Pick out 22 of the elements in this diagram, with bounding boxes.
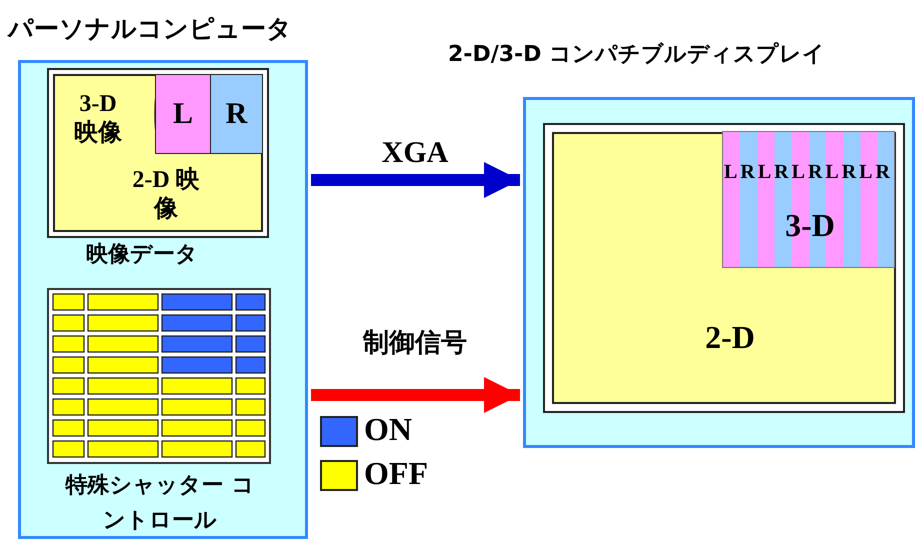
left-image-box bbox=[155, 74, 211, 154]
image-label: 3-D 映像 bbox=[73, 90, 123, 148]
video-frame bbox=[47, 68, 269, 238]
node-label: 映像データ bbox=[85, 242, 199, 268]
arrow bbox=[311, 162, 520, 198]
stereo-image-area bbox=[722, 131, 895, 268]
screen-frame bbox=[543, 123, 905, 413]
legend-label: ON bbox=[364, 410, 413, 448]
arrow bbox=[311, 377, 520, 413]
right-image-box bbox=[210, 74, 263, 154]
panel-heading: 2-D/3-D コンパチブルディスプレイ bbox=[448, 42, 826, 68]
image-letter: R bbox=[224, 96, 248, 132]
image-label: 3-D bbox=[784, 206, 836, 244]
image-letter: L bbox=[172, 96, 194, 132]
image-label: 2-D 映像 bbox=[131, 166, 201, 224]
legend-label: OFF bbox=[364, 454, 429, 492]
edge-label: XGA bbox=[380, 135, 450, 171]
edge-label: 制御信号 bbox=[362, 328, 468, 360]
stripe-letters: LRLRLRLRLR bbox=[723, 160, 894, 184]
image-label: 2-D bbox=[704, 318, 756, 356]
panel-heading: パーソナルコンピュータ bbox=[8, 14, 293, 44]
node-label: 特殊シャッター コントロール bbox=[65, 472, 255, 536]
